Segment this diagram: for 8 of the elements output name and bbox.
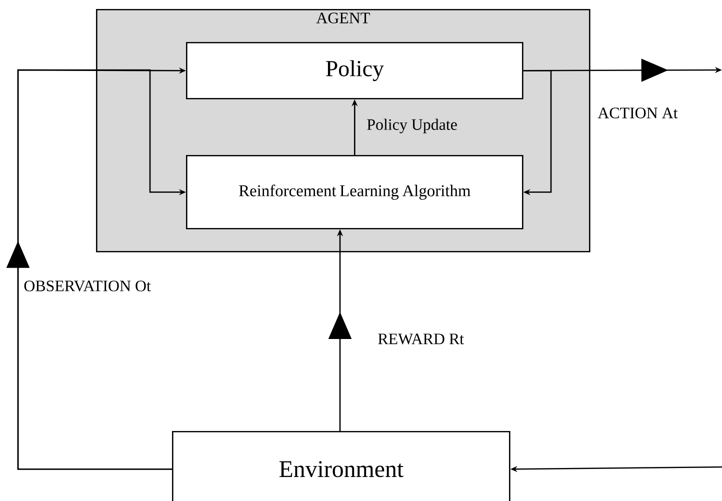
edge-label: Policy Update (367, 118, 457, 134)
process-box: Policy (186, 42, 524, 100)
edge-label: OBSERVATION Ot (24, 280, 151, 292)
process-box: Environment (172, 431, 510, 501)
process-box: Reinforcement Learning Algorithm (186, 155, 524, 230)
edge-label: REWARD Rt (378, 334, 464, 344)
arrow (523, 69, 552, 196)
edge-label: ACTION At (598, 108, 678, 118)
